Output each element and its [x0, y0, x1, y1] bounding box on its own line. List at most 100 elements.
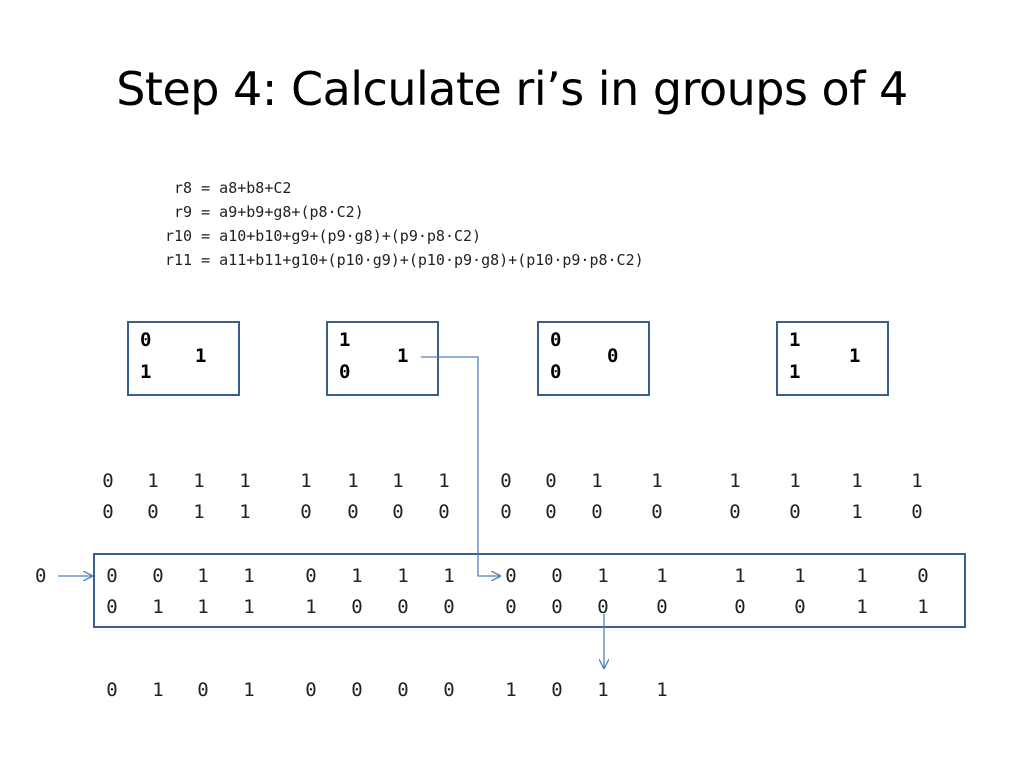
row-c-digit: 0: [551, 565, 563, 587]
row-a-digit: 1: [911, 470, 923, 492]
row-d-digit: 0: [397, 596, 409, 618]
group-box-result: 1: [195, 345, 207, 367]
row-c-digit: 1: [397, 565, 409, 587]
row-a-digit: 1: [651, 470, 663, 492]
row-c-digit: 1: [351, 565, 363, 587]
group-box-result: 1: [397, 345, 409, 367]
row-c-digit: 0: [505, 565, 517, 587]
equation-r8: r8 = a8+b8+C2: [165, 179, 292, 197]
row-a-digit: 1: [729, 470, 741, 492]
carry-in-label: 0: [35, 565, 47, 587]
group-box-top: 0: [550, 329, 562, 351]
row-a-digit: 0: [102, 470, 114, 492]
result-digit: 1: [656, 679, 668, 701]
row-c-digit: 1: [243, 565, 255, 587]
row-b-digit: 0: [500, 501, 512, 523]
row-a-digit: 1: [789, 470, 801, 492]
row-d-digit: 1: [305, 596, 317, 618]
row-a-digit: 1: [239, 470, 251, 492]
row-a-digit: 0: [545, 470, 557, 492]
row-a-digit: 1: [591, 470, 603, 492]
row-a-digit: 0: [500, 470, 512, 492]
group-box-result: 0: [607, 345, 619, 367]
row-b-digit: 0: [911, 501, 923, 523]
result-digit: 0: [551, 679, 563, 701]
row-d-digit: 0: [106, 596, 118, 618]
row-b-digit: 1: [851, 501, 863, 523]
result-digit: 0: [397, 679, 409, 701]
row-d-digit: 0: [656, 596, 668, 618]
result-digit: 1: [152, 679, 164, 701]
row-b-digit: 0: [729, 501, 741, 523]
row-d-digit: 0: [551, 596, 563, 618]
row-b-digit: 1: [193, 501, 205, 523]
row-d-digit: 0: [734, 596, 746, 618]
row-b-digit: 0: [147, 501, 159, 523]
row-c-digit: 0: [917, 565, 929, 587]
row-a-digit: 1: [193, 470, 205, 492]
register-box: [93, 553, 966, 628]
row-a-digit: 1: [347, 470, 359, 492]
result-digit: 0: [305, 679, 317, 701]
group-box-4: 1 1 1: [776, 321, 889, 396]
row-c-digit: 1: [794, 565, 806, 587]
equation-r10: r10 = a10+b10+g9+(p9·g8)+(p9·p8·C2): [165, 227, 482, 245]
result-digit: 1: [243, 679, 255, 701]
row-c-digit: 1: [443, 565, 455, 587]
group-box-result: 1: [849, 345, 861, 367]
row-c-digit: 1: [856, 565, 868, 587]
group-box-3: 0 0 0: [537, 321, 650, 396]
group-box-bottom: 1: [140, 361, 152, 383]
row-a-digit: 1: [851, 470, 863, 492]
group-box-bottom: 0: [550, 361, 562, 383]
row-d-digit: 1: [856, 596, 868, 618]
row-d-digit: 0: [597, 596, 609, 618]
group-box-bottom: 0: [339, 361, 351, 383]
group-box-top: 0: [140, 329, 152, 351]
row-d-digit: 0: [351, 596, 363, 618]
row-c-digit: 0: [152, 565, 164, 587]
group-box-1: 0 1 1: [127, 321, 240, 396]
row-c-digit: 0: [106, 565, 118, 587]
row-c-digit: 1: [597, 565, 609, 587]
row-b-digit: 0: [545, 501, 557, 523]
row-b-digit: 0: [102, 501, 114, 523]
row-a-digit: 1: [438, 470, 450, 492]
group-box-top: 1: [339, 329, 351, 351]
row-c-digit: 1: [197, 565, 209, 587]
row-d-digit: 1: [243, 596, 255, 618]
row-b-digit: 0: [392, 501, 404, 523]
row-d-digit: 1: [152, 596, 164, 618]
result-digit: 0: [443, 679, 455, 701]
row-d-digit: 0: [443, 596, 455, 618]
result-digit: 0: [106, 679, 118, 701]
row-b-digit: 1: [239, 501, 251, 523]
equation-r11: r11 = a11+b11+g10+(p10·g9)+(p10·p9·g8)+(…: [165, 251, 644, 269]
result-digit: 1: [505, 679, 517, 701]
group-box-2: 1 0 1: [326, 321, 439, 396]
result-digit: 0: [197, 679, 209, 701]
row-c-digit: 1: [734, 565, 746, 587]
slide-title: Step 4: Calculate ri’s in groups of 4: [116, 62, 908, 116]
carry-arrow: [421, 356, 500, 576]
row-c-digit: 1: [656, 565, 668, 587]
row-b-digit: 0: [347, 501, 359, 523]
row-a-digit: 1: [392, 470, 404, 492]
row-b-digit: 0: [651, 501, 663, 523]
row-d-digit: 0: [794, 596, 806, 618]
row-d-digit: 1: [917, 596, 929, 618]
row-b-digit: 0: [591, 501, 603, 523]
row-b-digit: 0: [789, 501, 801, 523]
equation-r9: r9 = a9+b9+g8+(p8·C2): [165, 203, 364, 221]
group-box-top: 1: [789, 329, 801, 351]
row-d-digit: 1: [197, 596, 209, 618]
row-d-digit: 0: [505, 596, 517, 618]
group-box-bottom: 1: [789, 361, 801, 383]
row-a-digit: 1: [147, 470, 159, 492]
result-digit: 0: [351, 679, 363, 701]
row-b-digit: 0: [300, 501, 312, 523]
result-digit: 1: [597, 679, 609, 701]
row-b-digit: 0: [438, 501, 450, 523]
row-a-digit: 1: [300, 470, 312, 492]
